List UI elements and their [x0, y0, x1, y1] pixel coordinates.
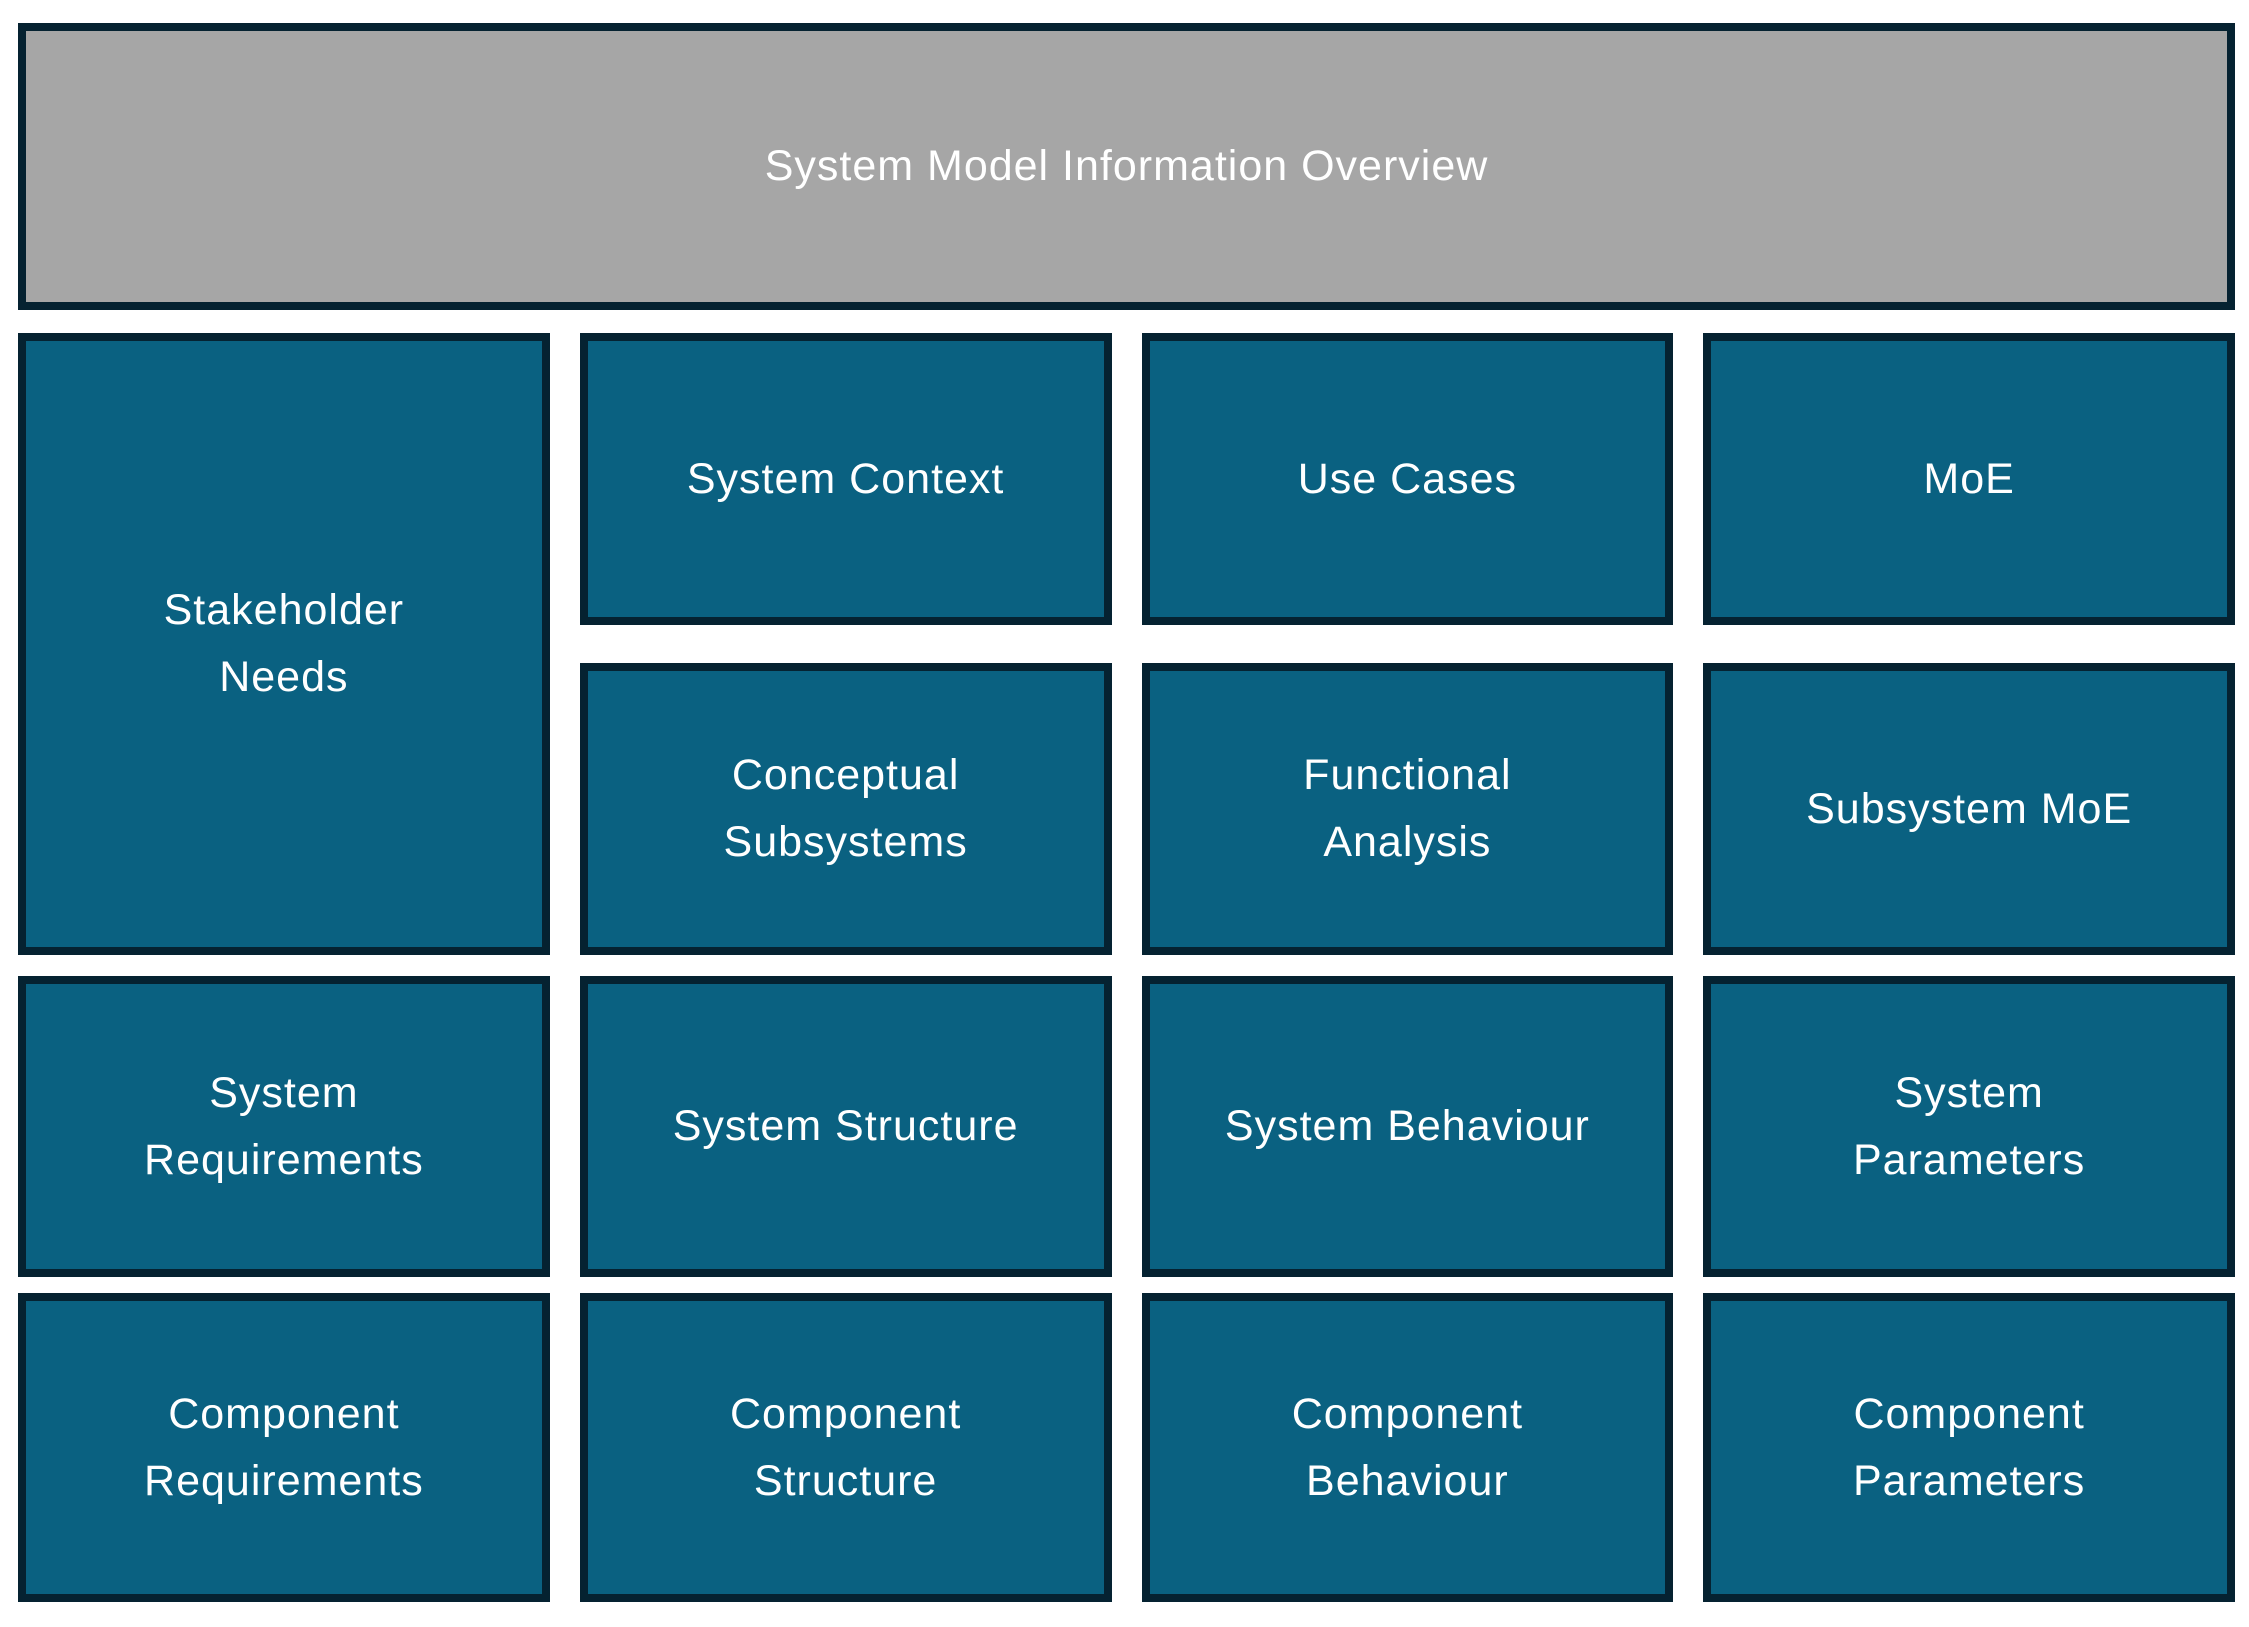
box-use-cases: Use Cases	[1141, 333, 1674, 625]
diagram-title-box: System Model Information Overview	[18, 23, 2235, 310]
box-component-behaviour: Component Behaviour	[1141, 1293, 1674, 1602]
box-system-context: System Context	[579, 333, 1112, 625]
box-stakeholder-needs: Stakeholder Needs	[18, 333, 550, 955]
diagram-title: System Model Information Overview	[764, 142, 1489, 190]
box-subsystem-moe: Subsystem MoE	[1703, 663, 2235, 955]
box-system-parameters: System Parameters	[1703, 976, 2235, 1277]
box-system-structure: System Structure	[579, 976, 1112, 1277]
box-component-requirements: Component Requirements	[18, 1293, 550, 1602]
box-component-structure: Component Structure	[579, 1293, 1112, 1602]
box-conceptual-subsystems: Conceptual Subsystems	[579, 663, 1112, 955]
diagram-grid: Stakeholder Needs System Context Use Cas…	[18, 333, 2235, 1602]
box-functional-analysis: Functional Analysis	[1141, 663, 1674, 955]
box-system-behaviour: System Behaviour	[1141, 976, 1674, 1277]
box-moe: MoE	[1703, 333, 2235, 625]
box-system-requirements: System Requirements	[18, 976, 550, 1277]
box-component-parameters: Component Parameters	[1703, 1293, 2235, 1602]
